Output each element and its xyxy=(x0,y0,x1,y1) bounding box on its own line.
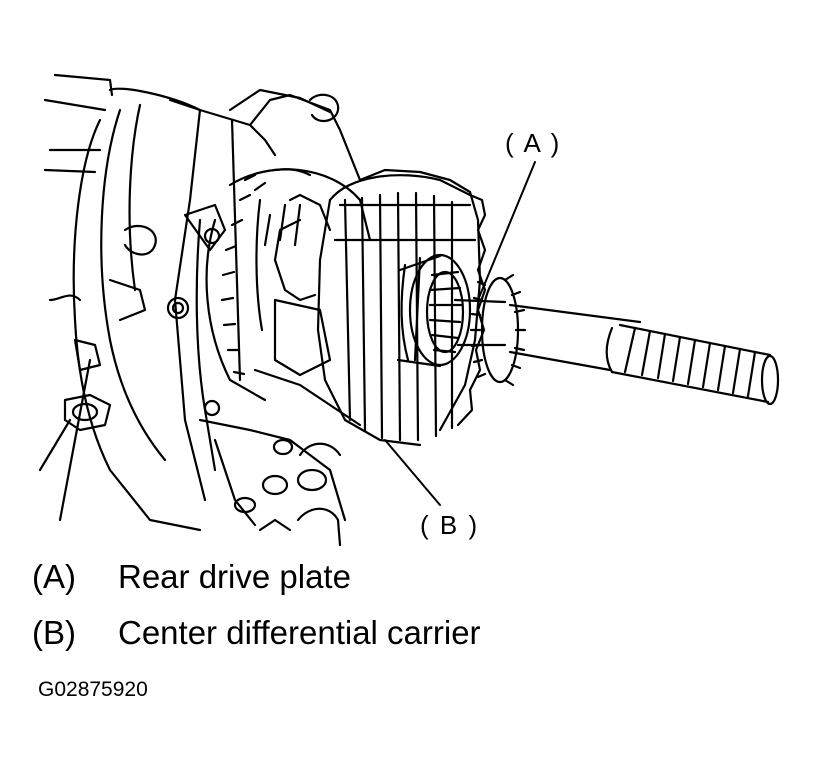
leader-line-b xyxy=(384,439,441,506)
figure-id: G02875920 xyxy=(38,678,148,701)
legend-label: Rear drive plate xyxy=(118,558,351,595)
rear-gear-ring xyxy=(205,168,372,402)
bearing-hub xyxy=(396,253,472,368)
legend-item-rear-drive-plate: (A) Rear drive plate xyxy=(32,558,351,596)
legend-key: (A) xyxy=(32,558,76,595)
center-differential-carrier xyxy=(253,168,487,447)
transmission-illustration xyxy=(38,73,780,547)
output-shaft xyxy=(453,298,780,406)
legend-label: Center differential carrier xyxy=(118,614,481,651)
callout-label-a: ( A ) xyxy=(505,128,562,158)
legend-item-center-differential-carrier: (B) Center differential carrier xyxy=(32,614,481,652)
lower-bracket-area xyxy=(198,418,347,547)
legend-key: (B) xyxy=(32,614,76,651)
leader-line-a xyxy=(477,161,536,301)
callout-label-b: ( B ) xyxy=(420,510,480,540)
transmission-housing xyxy=(38,73,362,532)
